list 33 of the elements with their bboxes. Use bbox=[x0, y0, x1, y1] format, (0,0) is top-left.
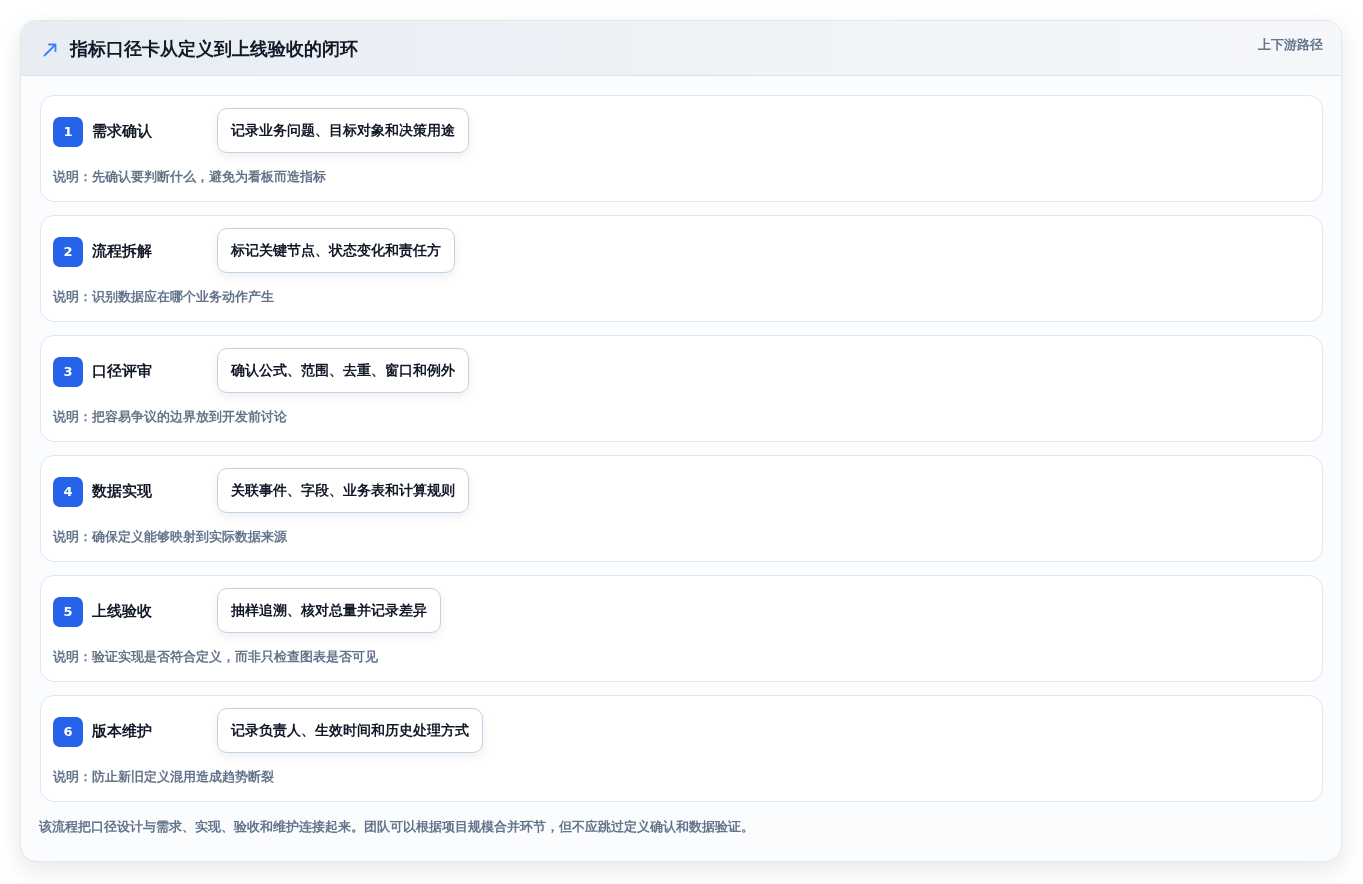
number-badge: 1 bbox=[53, 117, 83, 147]
header-label: 上下游路径 bbox=[1258, 36, 1323, 54]
step-name: 版本维护 bbox=[92, 722, 152, 741]
action-box: 关联事件、字段、业务表和计算规则 bbox=[217, 468, 469, 513]
step-note: 说明：把容易争议的边界放到开发前讨论 bbox=[53, 408, 287, 426]
step-card bbox=[40, 335, 1323, 442]
step-name: 需求确认 bbox=[92, 122, 152, 141]
action-box: 记录负责人、生效时间和历史处理方式 bbox=[217, 708, 483, 753]
step-card bbox=[40, 695, 1323, 802]
step-name: 数据实现 bbox=[92, 482, 152, 501]
step-name: 上线验收 bbox=[92, 602, 152, 621]
step-card bbox=[40, 95, 1323, 202]
number-badge: 2 bbox=[53, 237, 83, 267]
action-box: 标记关键节点、状态变化和责任方 bbox=[217, 228, 455, 273]
step-note: 说明：先确认要判断什么，避免为看板而造指标 bbox=[53, 168, 326, 186]
step-note: 说明：识别数据应在哪个业务动作产生 bbox=[53, 288, 274, 306]
step-name: 流程拆解 bbox=[92, 242, 152, 261]
action-box: 记录业务问题、目标对象和决策用途 bbox=[217, 108, 469, 153]
number-badge: 3 bbox=[53, 357, 83, 387]
step-note: 说明：防止新旧定义混用造成趋势断裂 bbox=[53, 768, 274, 786]
number-badge: 4 bbox=[53, 477, 83, 507]
step-name: 口径评审 bbox=[92, 362, 152, 381]
action-box: 抽样追溯、核对总量并记录差异 bbox=[217, 588, 441, 633]
title: 指标口径卡从定义到上线验收的闭环 bbox=[70, 37, 358, 61]
caption: 该流程把口径设计与需求、实现、验收和维护连接起来。团队可以根据项目规模合并环节，但不应跳过定义确认和数据验证。 bbox=[39, 818, 754, 836]
step-note: 说明：确保定义能够映射到实际数据来源 bbox=[53, 528, 287, 546]
number-badge: 6 bbox=[53, 717, 83, 747]
action-box: 确认公式、范围、去重、窗口和例外 bbox=[217, 348, 469, 393]
number-badge: 5 bbox=[53, 597, 83, 627]
step-card bbox=[40, 215, 1323, 322]
step-card bbox=[40, 575, 1323, 682]
step-note: 说明：验证实现是否符合定义，而非只检查图表是否可见 bbox=[53, 648, 378, 666]
step-card bbox=[40, 455, 1323, 562]
